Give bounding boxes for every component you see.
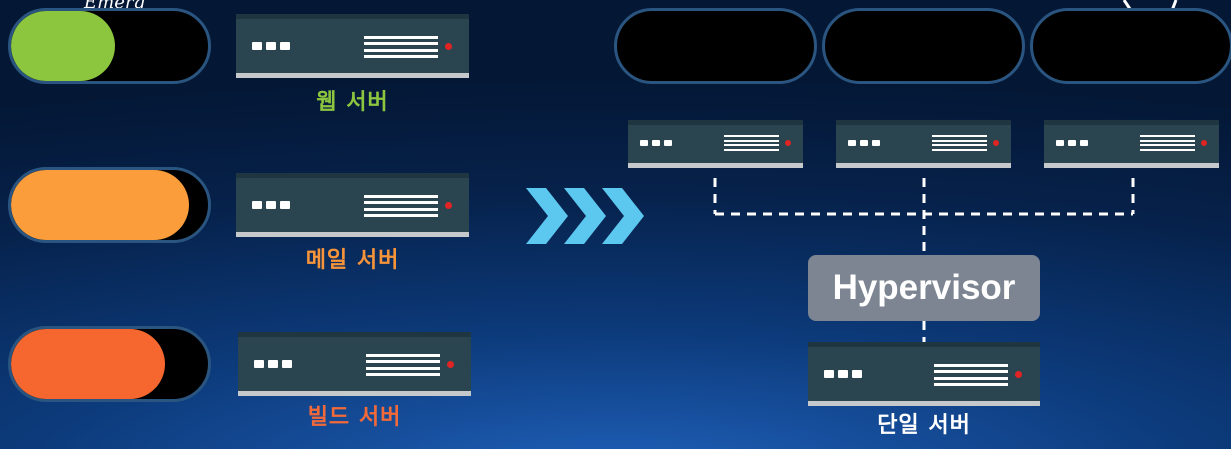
vm-server-2-icon xyxy=(836,120,1011,168)
single-server-label: 단일 서버 xyxy=(877,413,971,438)
web-server-icon xyxy=(236,14,469,78)
toggle-mail-server xyxy=(8,167,211,243)
vm-slot-1 xyxy=(614,8,817,84)
toggle-fill xyxy=(11,11,115,81)
build-server-label: 빌드 서버 xyxy=(307,405,402,430)
build-server-icon xyxy=(238,332,471,396)
hypervisor-box: Hypervisor xyxy=(808,255,1040,321)
triple-chevron-right-icon xyxy=(526,188,644,244)
vm-slot-2 xyxy=(822,8,1025,84)
toggle-fill xyxy=(11,170,189,240)
mail-server-label: 메일 서버 xyxy=(305,248,400,273)
mail-server-icon xyxy=(236,173,469,237)
single-server-icon xyxy=(808,342,1040,406)
toggle-web-server xyxy=(8,8,211,84)
vm-server-1-icon xyxy=(628,120,803,168)
vm-slot-3 xyxy=(1030,8,1231,84)
vm-server-3-icon xyxy=(1044,120,1219,168)
toggle-build-server xyxy=(8,326,211,402)
toggle-fill xyxy=(11,329,165,399)
web-server-label: 웹 서버 xyxy=(316,90,389,115)
